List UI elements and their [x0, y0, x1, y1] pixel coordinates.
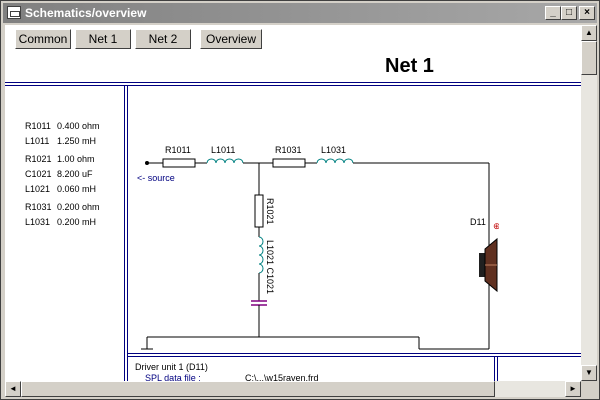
divider-top-2 — [5, 85, 581, 86]
app-icon — [7, 6, 21, 19]
scroll-down-button[interactable]: ▼ — [581, 365, 597, 381]
l1021-c1021-label: L1021 C1021 — [265, 240, 275, 294]
scroll-right-button[interactable]: ► — [565, 381, 581, 397]
vertical-scrollbar[interactable]: ▲ ▼ — [581, 25, 597, 381]
l1011-label: L1011 — [211, 145, 235, 155]
divider-top — [5, 82, 581, 83]
schematic-bottom-border — [127, 353, 581, 354]
l1021-symbol[interactable] — [258, 236, 264, 274]
scroll-left-button[interactable]: ◄ — [5, 381, 21, 397]
driver-label: D11 — [470, 217, 486, 227]
horizontal-scroll-thumb[interactable] — [21, 381, 495, 397]
r1021-label: R1021 — [265, 198, 275, 225]
l1031-symbol[interactable] — [316, 158, 354, 164]
title-bar[interactable]: Schematics/overview _ □ × — [3, 3, 597, 23]
speaker-icon[interactable] — [479, 237, 498, 293]
r1031-label: R1031 — [275, 145, 302, 155]
scrollbar-corner — [581, 381, 597, 397]
net1-button[interactable]: Net 1 — [75, 29, 131, 49]
panel-divider-left — [124, 85, 125, 381]
schematic-bottom-border-2 — [127, 356, 581, 357]
minimize-button[interactable]: _ — [545, 6, 561, 20]
r1031-symbol[interactable] — [272, 158, 306, 168]
source-label: <- source — [137, 173, 175, 183]
l1011-symbol[interactable] — [206, 158, 244, 164]
overview-button[interactable]: Overview — [200, 29, 262, 49]
vertical-scroll-thumb[interactable] — [581, 41, 597, 75]
polarity-icon: ⊕ — [493, 221, 499, 231]
close-button[interactable]: × — [579, 6, 595, 20]
spl-file-label: SPL data file : — [145, 373, 201, 381]
horizontal-scrollbar[interactable]: ◄ ► — [5, 381, 581, 397]
net2-button[interactable]: Net 2 — [135, 29, 191, 49]
info-divider-2 — [497, 356, 498, 381]
window-title: Schematics/overview — [25, 6, 147, 20]
net-title: Net 1 — [385, 55, 434, 77]
spl-file-value: C:\...\w15raven.frd — [245, 373, 319, 381]
r1021-symbol[interactable] — [254, 194, 264, 228]
r1011-symbol[interactable] — [162, 158, 196, 168]
r1011-label: R1011 — [165, 145, 191, 155]
schematic-diagram: <- source R1011 L1011 R1031 L1031 R1021 … — [137, 145, 499, 350]
panel-divider-left-2 — [127, 85, 128, 381]
l1031-label: L1031 — [321, 145, 346, 155]
maximize-button[interactable]: □ — [561, 6, 577, 20]
common-button[interactable]: Common — [15, 29, 71, 49]
scroll-up-button[interactable]: ▲ — [581, 25, 597, 41]
info-divider — [494, 356, 495, 381]
driver-info-title: Driver unit 1 (D11) — [135, 362, 208, 372]
